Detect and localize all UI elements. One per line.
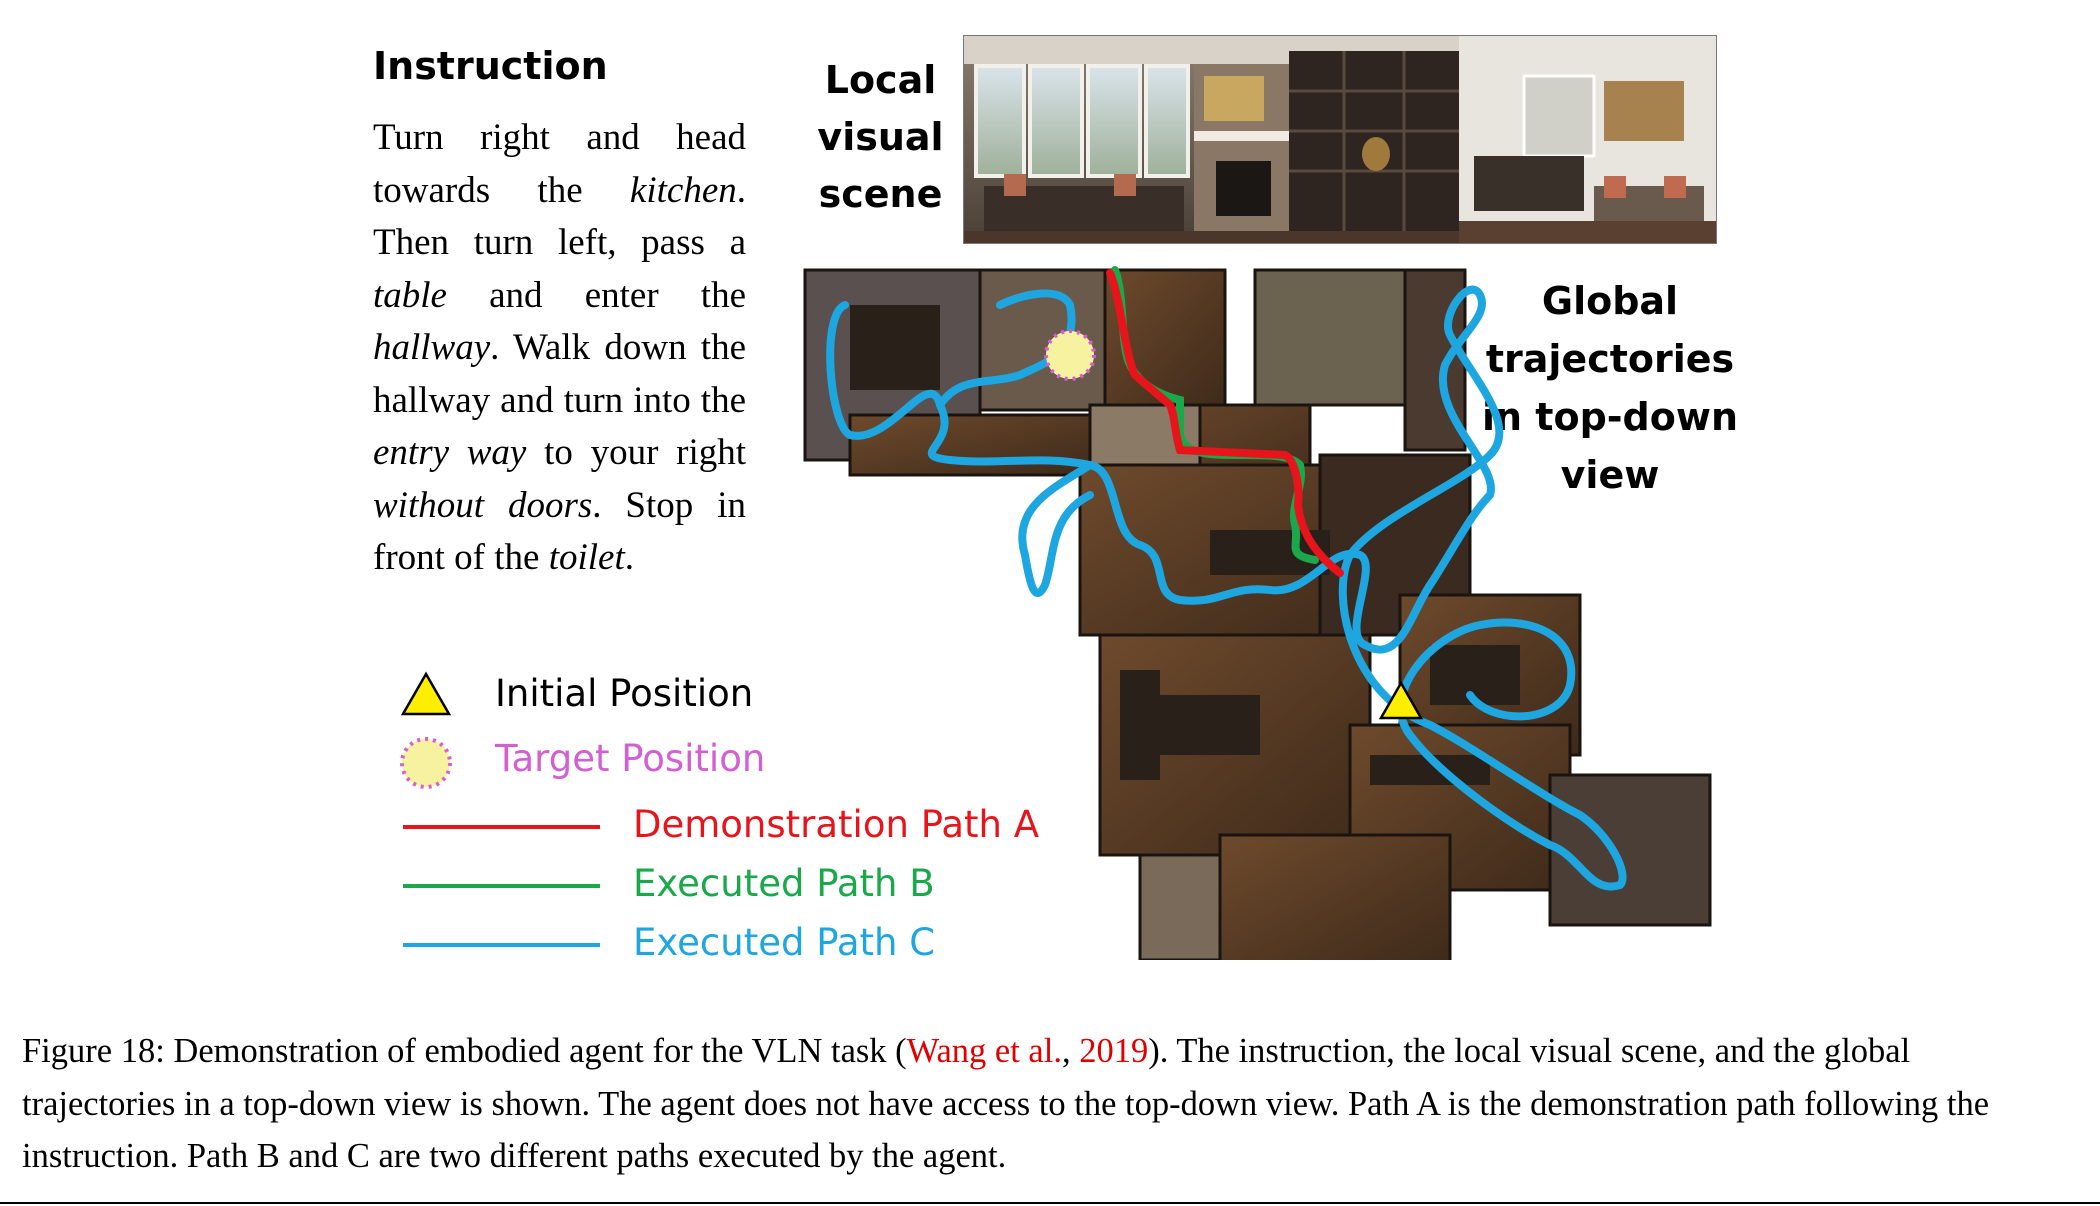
path-a-line <box>1106 269 1344 577</box>
global-label-line: trajectories <box>1485 337 1735 381</box>
instruction-keyword: entry way <box>373 432 527 473</box>
instruction-segment: . Then turn left, pass a <box>373 169 746 264</box>
initial-position-legend-icon <box>400 670 452 720</box>
instruction-text: Turn right and head towards the kitchen.… <box>373 112 746 585</box>
local-label-line: visual <box>817 115 944 159</box>
global-trajectories-label: Global trajectories in top-down view <box>1470 272 1750 504</box>
caption-separator: , <box>1061 1032 1080 1070</box>
path-c-line <box>1018 461 1094 597</box>
instruction-segment: . Walk down the hallway and turn into th… <box>373 327 746 421</box>
path-a-legend-line <box>403 825 600 829</box>
global-label-line: view <box>1560 453 1660 497</box>
caption-suffix: ). The instruction, the local visual sce… <box>22 1032 1990 1175</box>
citation-link-year[interactable]: 2019 <box>1079 1032 1149 1070</box>
bottom-rule <box>0 1202 2100 1204</box>
instruction-segment: . Stop in front of the <box>373 484 746 579</box>
citation-link-author[interactable]: Wang et al. <box>906 1032 1062 1070</box>
instruction-segment: and enter the <box>446 274 746 316</box>
floorplan-furniture <box>850 305 1520 785</box>
target-position-marker <box>1044 329 1096 381</box>
caption-prefix: Figure 18: Demonstration of embodied age… <box>22 1032 907 1070</box>
panorama-illustration <box>964 36 1716 243</box>
global-label-line: Global <box>1541 279 1679 323</box>
instruction-keyword: without doors <box>373 484 593 526</box>
instruction-keyword: toilet <box>548 537 625 578</box>
path-c-legend-label: Executed Path C <box>633 921 936 964</box>
floorplan-illustration <box>803 266 1712 967</box>
instruction-keyword: kitchen <box>629 169 737 211</box>
instruction-keyword: table <box>373 274 447 316</box>
instruction-segment: Turn right and head towards the <box>373 117 746 211</box>
local-label-line: Local <box>824 58 937 102</box>
path-a-legend-label: Demonstration Path A <box>633 803 1040 846</box>
path-c-legend-line <box>403 943 600 947</box>
local-scene-label: Local visual scene <box>808 52 953 223</box>
target-position-legend-label: Target Position <box>495 737 766 780</box>
instruction-keyword: hallway <box>373 327 491 368</box>
figure-caption: Figure 18: Demonstration of embodied age… <box>22 1025 2072 1183</box>
instruction-segment: . <box>624 537 634 578</box>
global-label-line: in top-down <box>1481 395 1739 439</box>
local-label-line: scene <box>818 172 943 216</box>
instruction-heading: Instruction <box>373 44 608 88</box>
instruction-segment: to your right <box>526 432 747 473</box>
target-position-legend-icon <box>398 735 454 791</box>
panorama-image <box>963 35 1717 244</box>
path-b-legend-line <box>403 884 600 888</box>
path-b-legend-label: Executed Path B <box>633 862 935 905</box>
initial-position-marker <box>1378 680 1424 720</box>
top-down-map <box>790 255 1730 967</box>
path-c-line <box>826 285 1627 891</box>
initial-position-legend-label: Initial Position <box>495 672 754 715</box>
